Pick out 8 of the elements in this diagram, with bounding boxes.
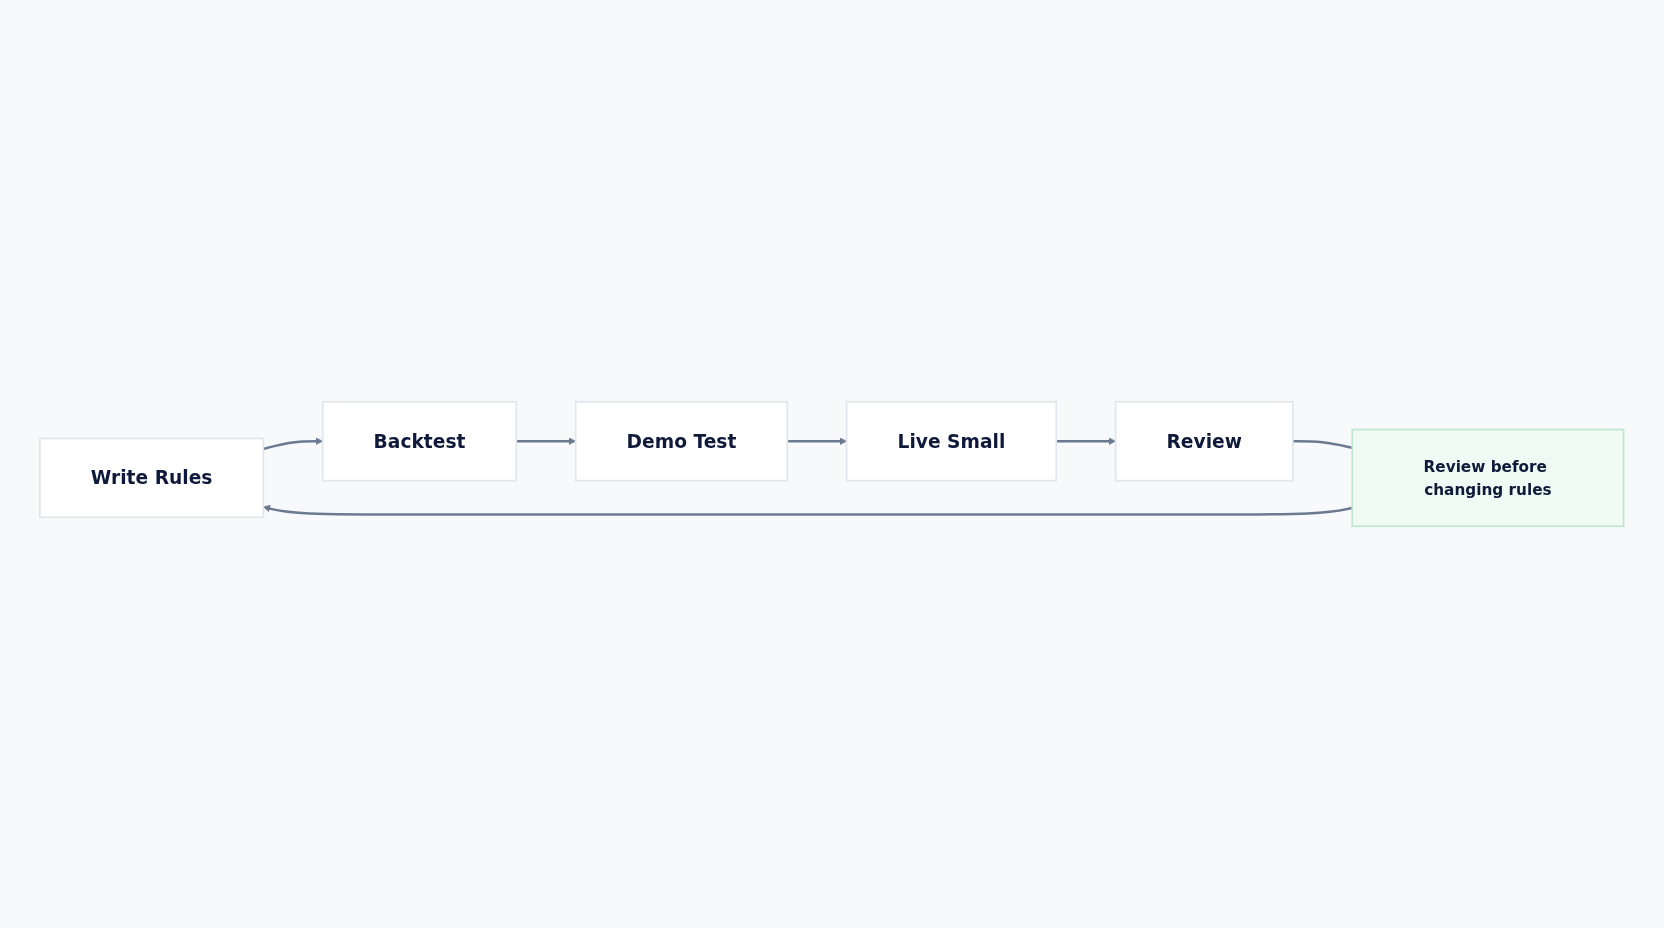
node-box: Backtest xyxy=(322,400,518,482)
node-box: Write Rules xyxy=(39,437,265,519)
connector xyxy=(1293,439,1353,450)
arrow xyxy=(263,504,1353,516)
node-box: Demo Test xyxy=(575,400,789,482)
node-box: Review xyxy=(1115,400,1294,482)
node-box: Live Small xyxy=(846,400,1058,482)
node-box: Review before changing rules xyxy=(1351,428,1625,528)
